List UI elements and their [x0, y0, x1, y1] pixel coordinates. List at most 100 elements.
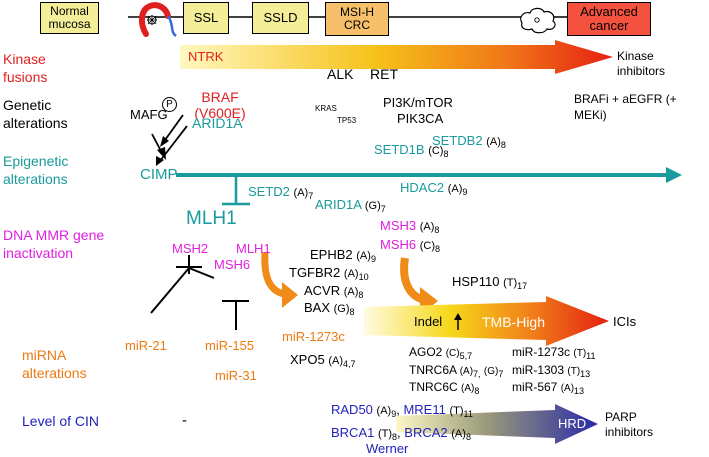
microsatellite: (A)	[376, 405, 392, 417]
stage-msi-h-crc: MSI-H CRC	[325, 2, 389, 36]
label-rad50: RAD50 (A)9, MRE11 (T)11	[331, 402, 473, 419]
label-msh6-mutation: MSH6 (C)8	[380, 238, 440, 254]
label-mir1273c-mutation: miR-1273c (T)11	[512, 346, 596, 361]
stage-label: SSL	[193, 10, 219, 26]
repeat-length: 8	[465, 432, 471, 442]
stage-advanced-cancer: Advanced cancer	[567, 2, 651, 36]
therapy-brafi: BRAFi + aEGFR (+ MEKi)	[574, 92, 677, 122]
label-mir1303: miR-1303 (T)13	[512, 364, 590, 379]
mir21-line	[150, 267, 190, 314]
gene-name: HDAC2	[400, 180, 445, 195]
therapy-parp-inhibitors: PARP inhibitors	[605, 410, 654, 439]
label-tnrc6a: TNRC6A (A)7, (G)7	[409, 364, 503, 379]
stage-ssld: SSLD	[252, 2, 309, 34]
gene-name: miR-567	[512, 380, 558, 394]
tmb-arrow	[364, 296, 609, 346]
label-setdb2: SETDB2 (A)8	[432, 134, 506, 150]
microsatellite: (G)	[333, 303, 350, 315]
label-tmb-high: TMB-High	[482, 314, 546, 330]
label-bax: BAX (G)8	[304, 301, 355, 317]
mmr-orange-arrow-left	[261, 251, 298, 308]
label-pik3ca: PIK3CA	[397, 111, 444, 126]
gene-name: MRE11	[403, 402, 446, 417]
label-arid1a: ARID1A	[192, 115, 243, 131]
repeat-length: 9	[370, 254, 376, 264]
label-hrd: HRD	[558, 416, 587, 431]
microsatellite: (A)	[461, 383, 475, 394]
label-mlh1: MLH1	[236, 241, 271, 256]
gene-name: AGO2	[409, 345, 443, 359]
label-hsp110: HSP110 (T)17	[452, 275, 527, 291]
gene-name: SETD2	[248, 184, 290, 199]
microsatellite: (A)	[486, 136, 501, 148]
microsatellite: (G)	[364, 200, 381, 212]
label-hdac2: HDAC2 (A)9	[400, 181, 467, 197]
gene-name: SETDB2	[432, 133, 483, 148]
label-ntrk: NTRK	[188, 49, 224, 64]
row-label-epigenetic: Epigenetic alterations	[3, 153, 69, 187]
label-mir31: miR-31	[215, 368, 257, 383]
repeat-length: 4,7	[342, 359, 356, 369]
gene-name: TGFBR2	[289, 265, 341, 280]
repeat-length: 8	[474, 386, 480, 396]
gene-name: MSH6	[380, 237, 417, 252]
hrd-arrow	[396, 404, 598, 444]
label-cimp: CIMP	[140, 166, 178, 183]
stage-normal-mucosa: Normal mucosa	[40, 2, 99, 34]
gene-name: ACVR	[304, 283, 341, 298]
label-msh2: MSH2	[172, 241, 209, 256]
label-msh3: MSH3 (A)8	[380, 219, 439, 235]
gene-name: SETD1B	[374, 142, 425, 157]
repeat-length: 13	[580, 369, 591, 379]
repeat-length: 8	[434, 225, 440, 235]
label-tp53: TP53	[337, 116, 357, 125]
microsatellite: (A)	[343, 268, 359, 280]
label-pi3k: PI3K/mTOR	[383, 95, 453, 110]
stage-label: SSLD	[263, 10, 298, 26]
repeat-length: 8	[500, 140, 506, 150]
label-setd1b: SETD1B (C)8	[374, 143, 449, 159]
gene-name: miR-1303	[512, 363, 565, 377]
gene-name: TNRC6A	[409, 363, 457, 377]
repeat-length: 8	[443, 149, 449, 159]
microsatellite: (A)	[459, 366, 474, 377]
microsatellite: (A)	[451, 428, 466, 440]
microsatellite: (A)	[343, 286, 359, 298]
stage-label: Normal mucosa	[48, 4, 91, 31]
gene-name: BAX	[304, 300, 331, 315]
row-label-mirna: miRNA alterations	[22, 347, 87, 381]
label-werner: Werner	[366, 441, 409, 456]
stage-label: Advanced cancer	[580, 4, 638, 33]
repeat-length: 11	[586, 351, 596, 361]
therapy-icis: ICIs	[613, 314, 637, 329]
gene-name: BRCA1	[331, 425, 375, 440]
phospho-icon: P	[162, 97, 177, 112]
gene-name: miR-1273c	[512, 345, 571, 359]
gene-name: TNRC6C	[409, 380, 458, 394]
label-tgfbr2: TGFBR2 (A)10	[289, 266, 369, 282]
gene-name: RAD50	[331, 402, 373, 417]
microsatellite: (T)	[377, 428, 393, 440]
kinase-arrow	[180, 40, 613, 74]
microsatellite: (C)	[419, 240, 436, 252]
microsatellite: (A)	[328, 355, 343, 367]
row-label-kinase: Kinase fusions	[3, 51, 48, 85]
label-ago2: AGO2 (C)5,7	[409, 346, 472, 361]
row-label-genetic: Genetic alterations	[3, 97, 68, 131]
label-brca: BRCA1 (T)8, BRCA2 (A)8	[331, 425, 471, 442]
label-ephb2: EPHB2 (A)9	[310, 248, 376, 264]
repeat-length: 9	[462, 187, 468, 197]
row-label-cin: Level of CIN	[22, 413, 100, 429]
microsatellite: (A)	[560, 383, 575, 394]
polyp-icon	[138, 2, 177, 38]
repeat-length: 17	[517, 281, 528, 291]
stage-label: MSI-H CRC	[340, 5, 374, 32]
microsatellite: (T)	[503, 277, 518, 289]
microsatellite: (A)	[293, 187, 309, 199]
gene-name: ARID1A	[315, 197, 362, 212]
label-kras: KRAS	[315, 104, 337, 113]
gene-name: MSH3	[380, 218, 417, 233]
gene-name: XPO5	[290, 352, 325, 367]
repeat-length: 8	[358, 290, 364, 300]
